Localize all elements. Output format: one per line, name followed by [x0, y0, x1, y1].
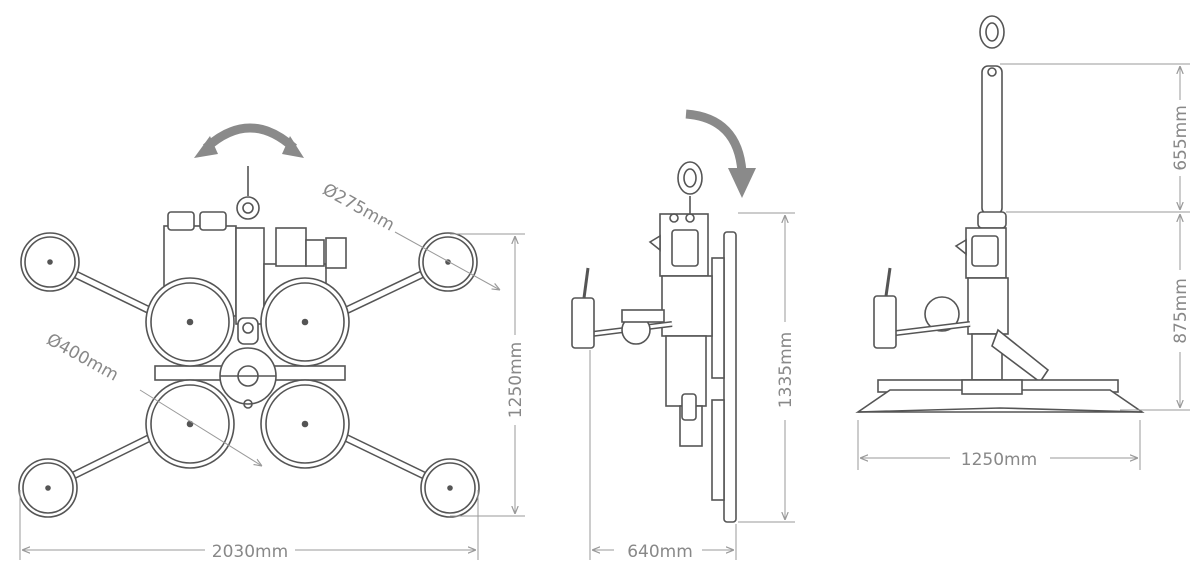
side-height-label: 1335mm	[776, 332, 796, 408]
large-cup-upper-left	[145, 277, 235, 367]
top-height-label: 1250mm	[506, 342, 526, 418]
large-cup-upper-right	[260, 277, 350, 367]
side-view	[571, 161, 737, 523]
front-view-dimensions	[857, 63, 1190, 470]
small-cup-bottom-right	[420, 458, 480, 518]
top-width-label: 2030mm	[212, 542, 288, 562]
side-view-dimensions	[589, 212, 795, 560]
lifting-bar	[981, 65, 1003, 215]
front-view	[855, 15, 1145, 413]
side-width-label: 640mm	[627, 542, 693, 562]
front-upper-height-label: 655mm	[1171, 105, 1191, 171]
large-cup-lower-right	[260, 379, 350, 469]
large-cup-diameter-label: Ø400mm	[43, 330, 122, 386]
top-view	[18, 166, 480, 518]
curved-arrow-down-icon	[685, 109, 756, 198]
top-hook	[236, 166, 260, 220]
small-cup-bottom-left	[18, 458, 78, 518]
small-cup-diameter-label: Ø275mm	[319, 180, 398, 236]
small-cup-top-left	[20, 232, 80, 292]
side-suction-plate	[723, 231, 737, 523]
large-cup-lower-left	[145, 379, 235, 469]
front-lower-height-label: 875mm	[1171, 278, 1191, 344]
top-view-dimensions	[19, 231, 525, 560]
small-cup-top-right	[418, 232, 478, 292]
front-width-label: 1250mm	[961, 450, 1037, 470]
curved-double-arrow-icon	[194, 123, 304, 158]
rotary-hub	[219, 317, 277, 409]
